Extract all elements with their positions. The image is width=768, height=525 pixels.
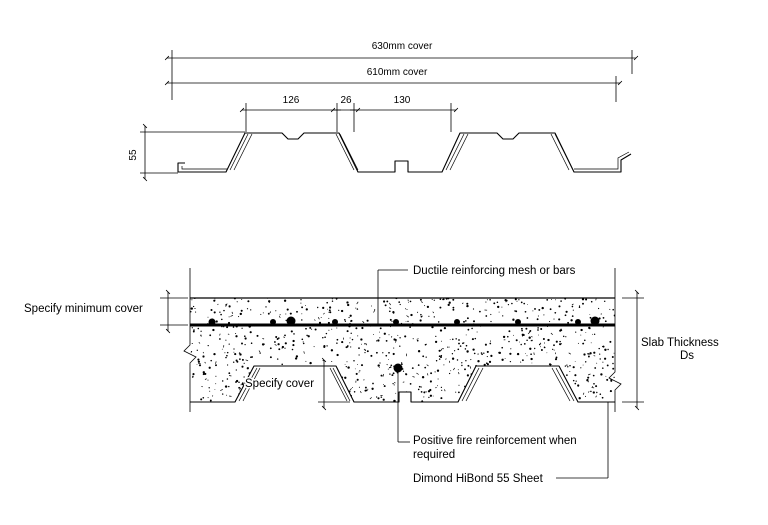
slab-thickness-ds-label: Ds xyxy=(680,350,694,362)
slab-thickness-dimension: Slab Thickness Ds xyxy=(622,289,719,411)
dimension-630-cover: 630mm cover xyxy=(164,41,639,100)
ductile-mesh-label: Ductile reinforcing mesh or bars xyxy=(413,265,576,277)
dim-130-label: 130 xyxy=(394,95,411,106)
profile-section: 630mm cover 610mm cover 126 26 130 55 xyxy=(128,41,639,182)
specify-min-cover-label: Specify minimum cover xyxy=(24,303,143,315)
hibond-sheet-label: Dimond HiBond 55 Sheet xyxy=(413,473,544,485)
specify-cover-dimension: Specify cover xyxy=(244,357,350,411)
mesh-leader: Ductile reinforcing mesh or bars xyxy=(377,265,576,325)
hibond-sheet-section xyxy=(190,365,615,403)
dim-55-label: 55 xyxy=(128,149,139,161)
fire-reinf-label-line2: required xyxy=(413,449,455,461)
cover-610-label: 610mm cover xyxy=(367,67,428,78)
hibond-sheet-leader: Dimond HiBond 55 Sheet xyxy=(413,402,609,485)
dim-126-label: 126 xyxy=(283,95,300,106)
dim-26-label: 26 xyxy=(340,95,352,106)
hibond-profile-outline xyxy=(177,132,632,173)
specify-cover-label: Specify cover xyxy=(245,378,314,390)
reinforcing-mesh xyxy=(190,316,615,327)
fire-reinf-label-line1: Positive fire reinforcement when xyxy=(413,435,577,447)
slab-section: Specify minimum cover Ductile reinforcin… xyxy=(24,265,719,485)
fire-reinf-leader: Positive fire reinforcement when require… xyxy=(397,368,577,461)
slab-edges xyxy=(183,268,622,412)
cover-630-label: 630mm cover xyxy=(372,41,433,52)
dimension-rib-widths: 126 26 130 xyxy=(239,95,459,132)
dimension-55-height: 55 xyxy=(128,123,245,182)
dimension-610-cover: 610mm cover xyxy=(164,67,623,102)
min-cover-dimension: Specify minimum cover xyxy=(24,289,188,334)
slab-thickness-label: Slab Thickness xyxy=(641,337,719,349)
